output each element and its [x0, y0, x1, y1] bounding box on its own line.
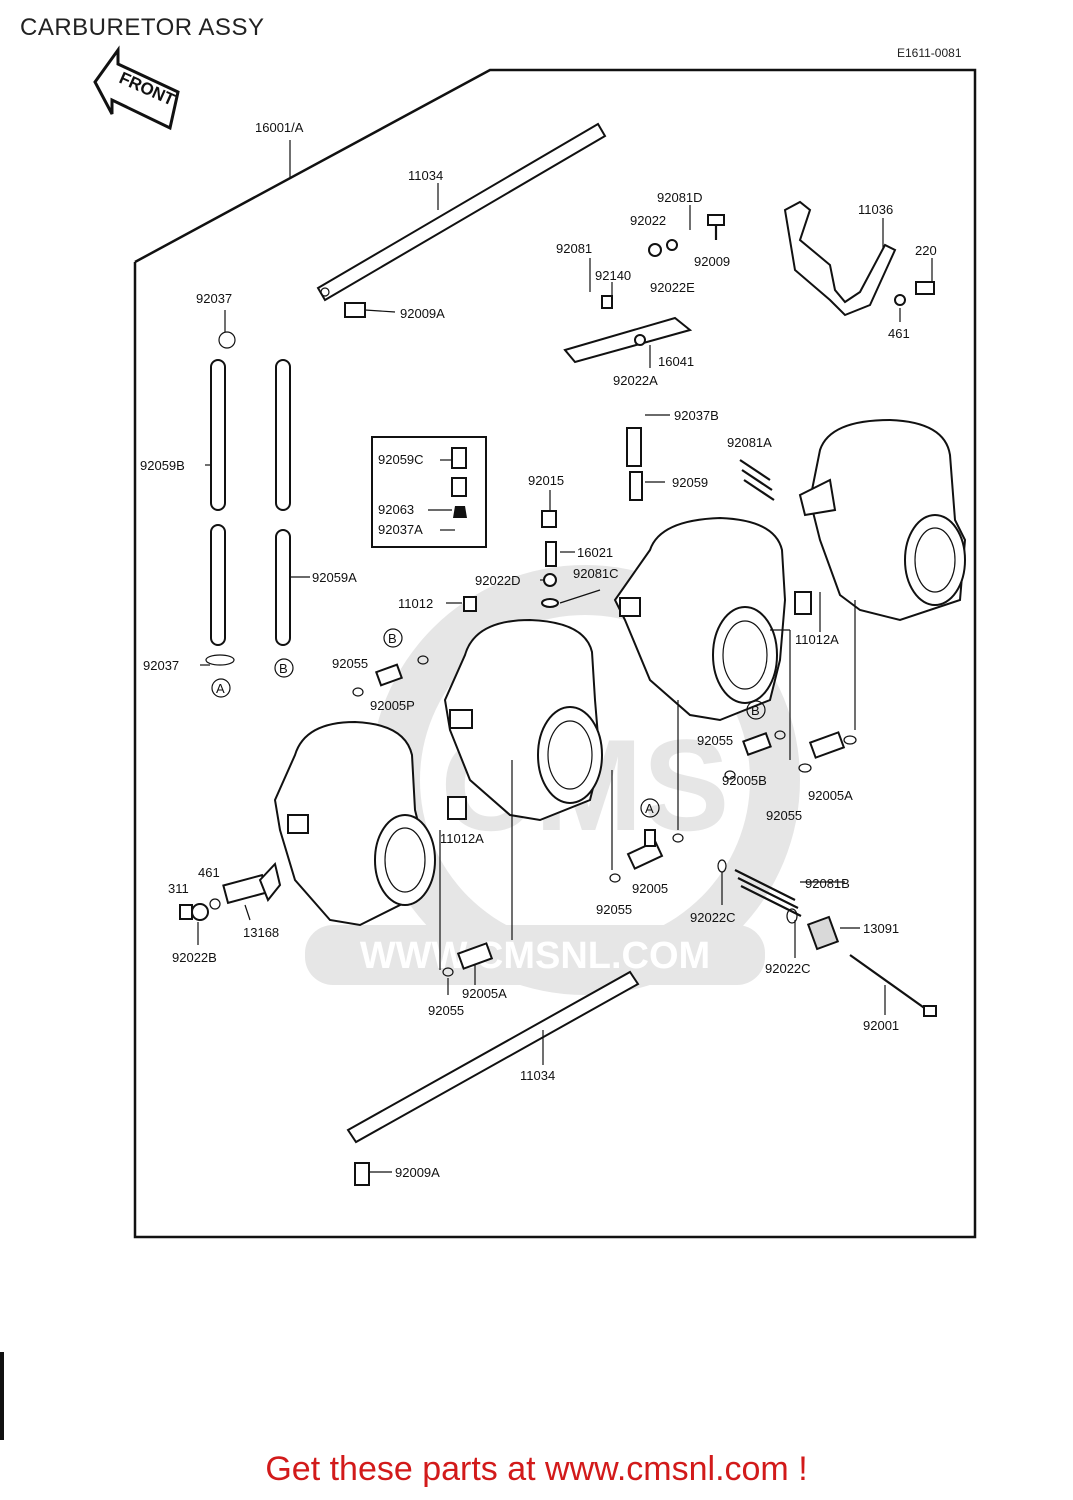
- label-92005: 92005: [632, 881, 668, 896]
- watermark-url: WWW.CMSNL.COM: [360, 935, 710, 977]
- connector-pipes: [352, 655, 857, 977]
- carburetor-1: [273, 720, 436, 927]
- part-labels: 16001/A 11034 92081D 92022 92081 92009 9…: [140, 120, 937, 1180]
- label-92037b: 92037B: [674, 408, 719, 423]
- label-92037-bottom: 92037: [143, 658, 179, 673]
- marker-a-mid: A: [645, 801, 654, 816]
- label-92009a-top: 92009A: [400, 306, 445, 321]
- label-13168: 13168: [243, 925, 279, 940]
- label-11034-bottom: 11034: [520, 1068, 555, 1083]
- label-92037a: 92037A: [378, 522, 423, 537]
- label-92081b: 92081B: [805, 876, 850, 891]
- label-92022e: 92022E: [650, 280, 695, 295]
- label-92009a-bottom: 92009A: [395, 1165, 440, 1180]
- page-title: CARBURETOR ASSY: [20, 14, 265, 41]
- leader-lines: [197, 140, 933, 1065]
- label-11012a-mid: 11012A: [440, 831, 484, 846]
- label-92055-left: 92055: [332, 656, 368, 671]
- marker-a-left: A: [216, 681, 225, 696]
- label-11012: 11012: [398, 596, 433, 611]
- bolt-92009a-bottom: [354, 1162, 392, 1186]
- label-461-bottom: 461: [198, 865, 220, 880]
- carburetor-3: [613, 516, 787, 722]
- label-92055-r1: 92055: [697, 733, 733, 748]
- fuel-rail-top: [316, 122, 607, 302]
- label-92055-bottom: 92055: [428, 1003, 464, 1018]
- throttle-link-13168: [179, 861, 282, 921]
- label-16001a: 16001/A: [255, 120, 304, 135]
- label-92081: 92081: [556, 241, 592, 256]
- label-92081d: 92081D: [657, 190, 703, 205]
- choke-shaft: [563, 214, 725, 364]
- margin-mark: [0, 1352, 4, 1440]
- carburetor-2: [443, 618, 603, 822]
- marker-b-right: B: [751, 703, 760, 718]
- label-92059c: 92059C: [378, 452, 424, 467]
- label-16021: 16021: [577, 545, 613, 560]
- carburetor-4: [798, 418, 967, 622]
- label-92009: 92009: [694, 254, 730, 269]
- detail-box-parts: [451, 447, 467, 518]
- label-92022b: 92022B: [172, 950, 217, 965]
- front-arrow-icon: FRONT: [93, 45, 180, 131]
- label-11012a-right: 11012A: [795, 632, 839, 647]
- label-92081c: 92081C: [573, 566, 619, 581]
- label-92059: 92059: [672, 475, 708, 490]
- fuel-rail-bottom: [346, 970, 640, 1144]
- marker-b-mid: B: [388, 631, 397, 646]
- label-92063: 92063: [378, 502, 414, 517]
- label-92055-r2: 92055: [766, 808, 802, 823]
- float-valve-parts: [463, 427, 812, 615]
- label-11036: 11036: [858, 202, 893, 217]
- label-92055-mid: 92055: [596, 902, 632, 917]
- label-92022c-2: 92022C: [765, 961, 811, 976]
- exploded-parts-diagram: CMS WWW.CMSNL.COM FRONT: [0, 45, 977, 1440]
- label-13091: 13091: [863, 921, 899, 936]
- diagram-code: E1611-0081: [897, 46, 962, 60]
- label-311: 311: [168, 881, 189, 896]
- label-92022a: 92022A: [613, 373, 658, 388]
- bolt-92009a-top: [344, 302, 396, 318]
- vent-hoses: [205, 331, 291, 666]
- watermark-url-bar: [305, 925, 765, 985]
- bracket-11036: [783, 200, 935, 317]
- label-92005b: 92005B: [722, 773, 767, 788]
- label-16041: 16041: [658, 354, 694, 369]
- footer-promo-text: Get these parts at www.cmsnl.com !: [265, 1450, 808, 1488]
- idle-adjust-parts: [717, 859, 937, 1017]
- label-92081a: 92081A: [727, 435, 772, 450]
- detail-box: [371, 436, 487, 548]
- marker-b-left: B: [279, 661, 288, 676]
- label-92015: 92015: [528, 473, 564, 488]
- label-92005a-right: 92005A: [808, 788, 853, 803]
- label-92001: 92001: [863, 1018, 899, 1033]
- circle-markers: [211, 628, 766, 818]
- diagram-frame: [133, 68, 977, 1239]
- label-92037-top: 92037: [196, 291, 232, 306]
- label-92005p: 92005P: [370, 698, 415, 713]
- label-92022c-1: 92022C: [690, 910, 736, 925]
- label-461-top: 461: [888, 326, 910, 341]
- label-92005a-bottom: 92005A: [462, 986, 507, 1001]
- label-11034-top: 11034: [408, 168, 443, 183]
- label-92059a: 92059A: [312, 570, 357, 585]
- label-220: 220: [915, 243, 937, 258]
- label-92140: 92140: [595, 268, 631, 283]
- label-92022: 92022: [630, 213, 666, 228]
- label-92022d: 92022D: [475, 573, 521, 588]
- label-92059b: 92059B: [140, 458, 185, 473]
